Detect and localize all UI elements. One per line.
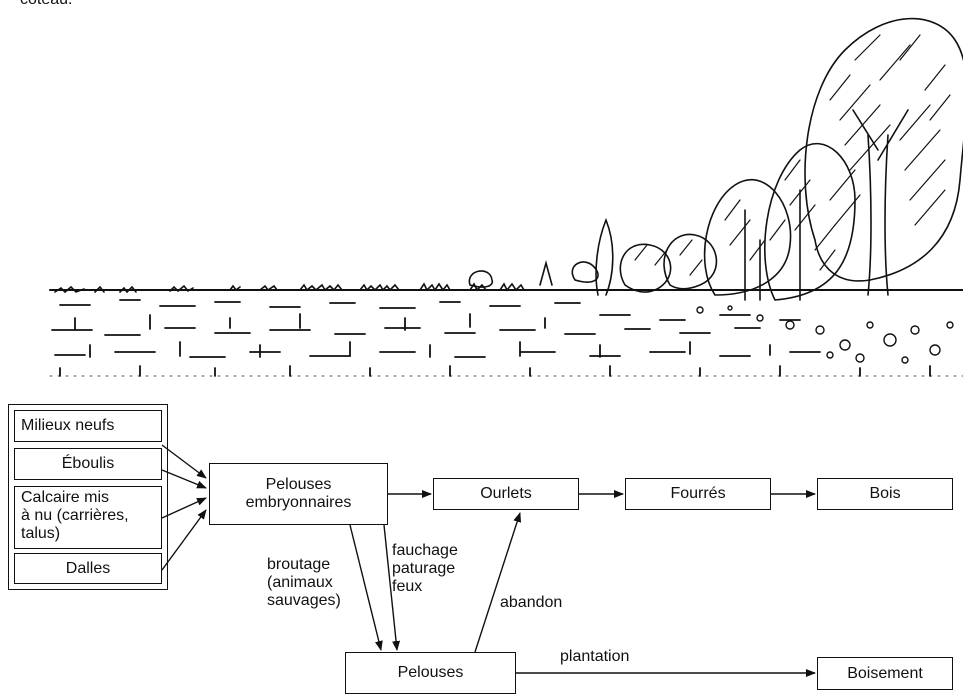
- box-pelouses: Pelouses: [345, 652, 516, 694]
- box-boisement: Boisement: [817, 657, 953, 690]
- arrow-abandon: [474, 512, 522, 653]
- label-abandon: abandon: [500, 594, 563, 611]
- box-calcaire: Calcaire mis à nu (carrières, talus): [14, 486, 162, 549]
- top-caption: coteau.: [20, 0, 72, 9]
- box-ourlets: Ourlets: [433, 478, 579, 510]
- box-milieux-neufs: Milieux neufs: [14, 410, 162, 442]
- arrow-sources-1: [161, 444, 207, 479]
- box-pelouses-embryonnaires: Pelouses embryonnaires: [209, 463, 388, 525]
- box-bois: Bois: [817, 478, 953, 510]
- landscape-illustration: [49, 17, 963, 377]
- box-eboulis: Éboulis: [14, 448, 162, 480]
- source-group: [8, 404, 168, 590]
- label-plantation: plantation: [560, 648, 630, 665]
- box-fourres: Fourrés: [625, 478, 771, 510]
- arrow-sources-3: [161, 497, 207, 519]
- arrow-broutage: [349, 524, 383, 651]
- label-fauchage: fauchage paturage feux: [392, 542, 458, 595]
- label-broutage: broutage (animaux sauvages): [267, 556, 341, 609]
- box-dalles: Dalles: [14, 553, 162, 584]
- arrow-sources-2: [161, 469, 207, 489]
- arrow-sources-4: [161, 509, 207, 571]
